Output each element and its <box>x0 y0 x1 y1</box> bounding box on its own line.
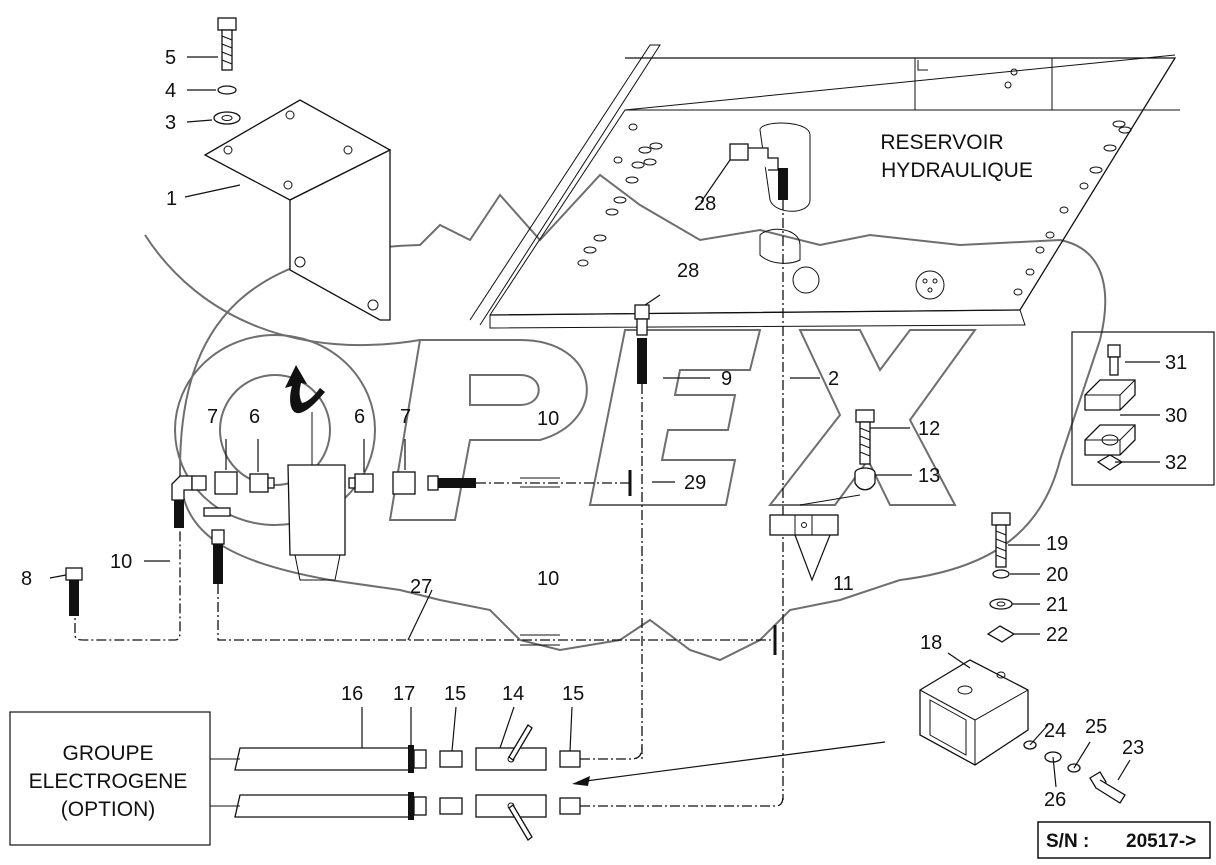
reservoir-label-line2: HYDRAULIQUE <box>881 159 1033 182</box>
callout-28b: 28 <box>677 260 699 282</box>
union-part-6a <box>249 473 269 493</box>
callout-30: 30 <box>1165 405 1187 427</box>
callout-28a: 28 <box>694 193 716 215</box>
callout-25: 25 <box>1085 716 1107 738</box>
serial-number-box: S/N : 20517-> <box>1037 821 1211 859</box>
callout-18: 18 <box>920 632 942 654</box>
callout-26: 26 <box>1044 789 1066 811</box>
callout-17: 17 <box>393 683 415 705</box>
callout-6b: 6 <box>354 406 365 428</box>
callout-10b: 10 <box>110 551 132 573</box>
generator-hoses <box>65 530 886 841</box>
callout-32: 32 <box>1165 452 1187 474</box>
reservoir-label-line1: RESERVOIR <box>880 131 1003 154</box>
callout-10c: 10 <box>537 568 559 590</box>
callout-19: 19 <box>1046 533 1068 555</box>
generator-box: GROUPE ELECTROGENE (OPTION) <box>9 711 211 846</box>
hydraulic-reservoir: RESERVOIR HYDRAULIQUE <box>469 44 1180 329</box>
washer-part-3 <box>213 111 241 125</box>
callout-2: 2 <box>828 368 839 390</box>
callout-9: 9 <box>721 368 732 390</box>
union-part-7b <box>392 471 416 495</box>
callout-23: 23 <box>1122 737 1144 759</box>
callout-24: 24 <box>1044 720 1066 742</box>
callout-11: 11 <box>833 573 854 595</box>
generator-label-line1: GROUPE <box>62 742 153 765</box>
leader-lines <box>49 56 1160 788</box>
callout-22: 22 <box>1046 624 1068 646</box>
generator-label-line2: ELECTROGENE <box>29 770 188 793</box>
upper-hose-assembly <box>171 412 632 584</box>
clamp-assembly-11 <box>769 409 876 536</box>
callout-31: 31 <box>1165 352 1187 374</box>
callout-4: 4 <box>165 80 176 102</box>
serial-value: 20517-> <box>1126 831 1196 852</box>
callout-27: 27 <box>410 576 432 598</box>
bracket-part-1 <box>203 99 392 321</box>
callout-7b: 7 <box>400 406 411 428</box>
union-part-7a <box>214 471 238 495</box>
serial-prefix: S/N : <box>1046 831 1089 852</box>
callout-10a: 10 <box>537 408 559 430</box>
union-part-6b <box>354 473 374 493</box>
vertical-fittings <box>634 143 788 800</box>
callout-20: 20 <box>1046 564 1068 586</box>
callout-15a: 15 <box>444 683 466 705</box>
callout-15b: 15 <box>562 683 584 705</box>
callout-numbers: 5 4 3 1 7 6 6 7 10 8 10 10 27 9 2 29 28 … <box>21 47 1187 811</box>
callout-7a: 7 <box>207 406 218 428</box>
callout-21: 21 <box>1046 594 1068 616</box>
generator-label-line3: (OPTION) <box>61 798 156 821</box>
callout-13: 13 <box>918 465 940 487</box>
callout-14: 14 <box>502 683 524 705</box>
curved-arrow-icon <box>285 365 325 414</box>
washer-part-4 <box>217 85 237 95</box>
callout-1: 1 <box>166 188 177 210</box>
callout-3: 3 <box>165 112 176 134</box>
callout-12: 12 <box>918 418 940 440</box>
callout-6a: 6 <box>249 406 260 428</box>
callout-29: 29 <box>684 472 706 494</box>
watermark-logo <box>144 173 1107 662</box>
callout-5: 5 <box>165 47 176 69</box>
callout-8: 8 <box>21 568 32 590</box>
bracket-assembly-18 <box>919 512 1126 804</box>
bolt-part-5 <box>213 17 241 125</box>
callout-16: 16 <box>341 683 363 705</box>
